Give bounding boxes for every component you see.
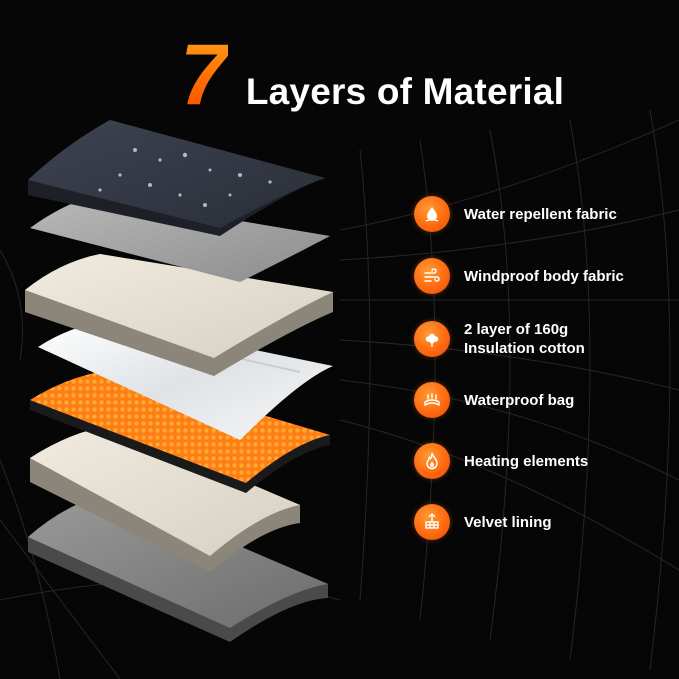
feature-label-line1: Windproof body fabric [464,267,624,285]
feature-label: Windproof body fabric [464,267,624,286]
velvet-lining-icon [414,504,450,540]
feature-item-water-repellent: Water repellent fabric [414,196,617,232]
flame-icon [414,443,450,479]
title-text: Layers of Material [245,71,565,112]
feature-list: Water repellent fabric Windproof body fa… [414,0,679,679]
layer-insulation-lower [30,425,300,572]
wind-icon [414,258,450,294]
layer-heating-elements [30,370,330,493]
feature-item-velvet-lining: Velvet lining [414,504,552,540]
feature-label: Velvet lining [464,513,552,532]
feature-item-waterproof-bag: Waterproof bag [414,382,574,418]
feature-label-line1: Heating elements [464,452,589,470]
feature-label-line1: 2 layer of 160g [464,321,569,338]
feature-item-heating-elements: Heating elements [414,443,588,479]
page-title: 7 Layers of Material [180,32,564,118]
feature-label-line1: Velvet lining [464,513,552,531]
feature-label-line1: Water repellent fabric [464,205,617,223]
layer-water-repellent-fabric [28,120,325,236]
layer-velvet-lining [28,493,328,642]
feature-label: Water repellent fabric [464,205,617,224]
layer-count: 7 [180,27,228,123]
feature-label: 2 layer of 160g Insulation cotton [464,320,585,358]
feature-label-line2: Insulation cotton [464,340,585,357]
feature-label: Waterproof bag [464,391,574,410]
water-drop-icon [414,196,450,232]
layer-insulation-upper [25,254,333,376]
feature-item-insulation-cotton: 2 layer of 160g Insulation cotton [414,320,585,358]
waterproof-bag-icon [414,382,450,418]
feature-label: Heating elements [464,452,588,471]
feature-item-windproof: Windproof body fabric [414,258,624,294]
cotton-icon [414,321,450,357]
feature-label-line1: Waterproof bag [464,391,575,409]
layer-windproof-fabric [30,196,330,282]
